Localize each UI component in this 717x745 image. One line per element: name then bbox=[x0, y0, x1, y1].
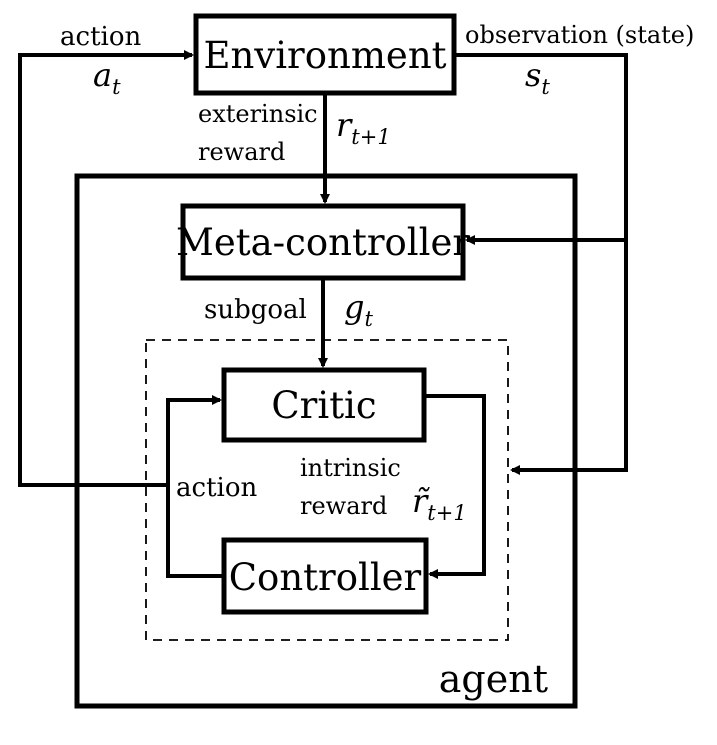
meta-controller-label: Meta-controller bbox=[176, 221, 470, 264]
subgoal-label: subgoal bbox=[204, 295, 307, 325]
action-outer-arrow bbox=[18, 50, 194, 487]
extrinsic-reward-line1: exterinsic bbox=[198, 100, 318, 128]
extrinsic-reward-line2: reward bbox=[198, 138, 285, 166]
action-top-label: action bbox=[60, 22, 141, 52]
intrinsic-reward-line1: intrinsic bbox=[300, 454, 401, 482]
action-inner-label: action bbox=[176, 473, 257, 503]
action-inner-arrow bbox=[166, 395, 224, 578]
agent-label: agent bbox=[439, 657, 548, 701]
reward-symbol: rt+1 bbox=[336, 106, 391, 149]
subgoal-symbol: gt bbox=[344, 288, 373, 331]
observation-line bbox=[454, 53, 628, 475]
controller-box bbox=[221, 537, 429, 615]
critic-label: Critic bbox=[271, 384, 376, 427]
action-top-symbol: at bbox=[93, 56, 121, 99]
intrinsic-reward-arrow bbox=[424, 394, 486, 579]
inner-dashed-box bbox=[145, 339, 509, 641]
environment-box bbox=[193, 13, 457, 96]
critic-box bbox=[221, 367, 427, 443]
meta-controller-box bbox=[180, 203, 466, 281]
intrinsic-reward-line2: reward bbox=[300, 492, 387, 520]
observation-label: observation (state) bbox=[465, 21, 694, 49]
intrinsic-reward-symbol: r̃t+1 bbox=[412, 482, 467, 525]
controller-label: Controller bbox=[229, 556, 422, 599]
environment-label: Environment bbox=[203, 34, 446, 77]
state-symbol: st bbox=[525, 56, 550, 99]
